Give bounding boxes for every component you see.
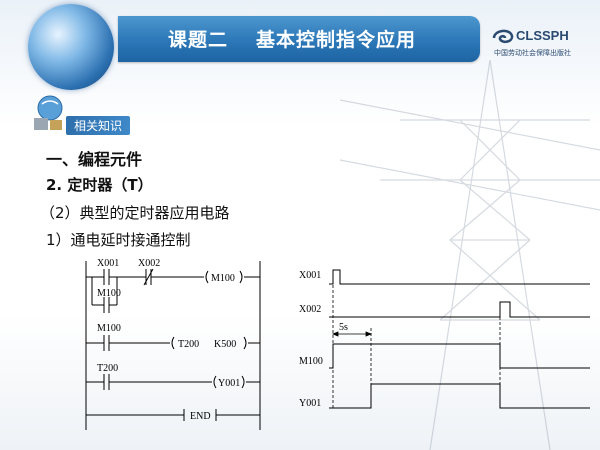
- ladder-diagram: X001 X002 M100 M100 M100 T200 K500 T200 …: [85, 258, 261, 430]
- subitem-text: 1）通电延时接通控制: [46, 231, 191, 249]
- power-pylon-decoration: [340, 60, 600, 450]
- header-bar: 课题二 基本控制指令应用: [118, 16, 480, 62]
- publisher-logo: CLSSPH 中国劳动社会保障出版社: [490, 20, 594, 64]
- coil-m100: M100: [211, 273, 235, 284]
- logo-subtext: 中国劳动社会保障出版社: [494, 49, 571, 57]
- title-part1: 课题二: [168, 29, 229, 51]
- page-title: 课题二 基本控制指令应用: [168, 25, 416, 52]
- logo-text: CLSSPH: [516, 28, 569, 43]
- timer-t200: T200: [178, 339, 199, 350]
- heading: 一、编程元件: [46, 150, 143, 169]
- signal-y001: Y001: [299, 398, 321, 409]
- signal-x002: X002: [299, 304, 321, 315]
- section-tag: 相关知识: [66, 116, 131, 135]
- contact-t200: T200: [97, 363, 118, 374]
- delay-label: 5s: [339, 322, 348, 333]
- contact-x001: X001: [97, 258, 119, 269]
- contact-x002: X002: [138, 258, 160, 269]
- contact-m100: M100: [97, 323, 121, 334]
- globe-logo: [28, 4, 114, 90]
- coil-y001: Y001: [218, 378, 240, 389]
- signal-m100: M100: [299, 356, 323, 367]
- timing-diagram: X001 X002 M100 Y001 5s: [299, 269, 590, 409]
- end-instruction: END: [190, 411, 211, 422]
- swirl-icon: [492, 29, 514, 44]
- knowledge-icon: [34, 95, 63, 130]
- subheading: 2. 定时器（T）: [46, 176, 153, 194]
- title-part2: 基本控制指令应用: [256, 29, 417, 51]
- preset-k500: K500: [214, 339, 236, 350]
- seal-contact-m100: M100: [97, 288, 121, 299]
- signal-x001: X001: [299, 270, 321, 281]
- item-text: （2）典型的定时器应用电路: [40, 204, 230, 222]
